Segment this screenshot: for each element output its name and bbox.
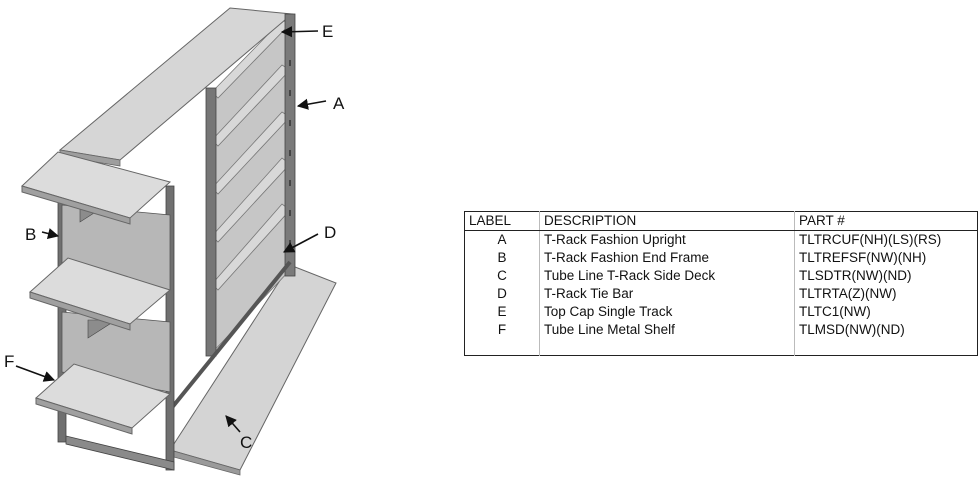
row-part: TLTC1(NW) <box>794 303 978 321</box>
callout-b: B <box>25 225 36 244</box>
upright-front <box>205 87 217 357</box>
row-label: F <box>497 322 507 337</box>
callout-e: E <box>322 22 333 41</box>
upright-back <box>284 13 296 277</box>
row-label: C <box>497 268 507 283</box>
row-description: T-Rack Fashion Upright <box>539 230 795 249</box>
callout-arrows <box>15 26 327 433</box>
row-part: TLTREFSF(NW)(NH) <box>794 249 978 267</box>
row-description: T-Rack Fashion End Frame <box>539 249 795 267</box>
arrow-e <box>280 26 319 38</box>
arrow-a <box>296 98 327 110</box>
row-part: TLMSD(NW)(ND) <box>794 321 978 356</box>
row-description: Tube Line T-Rack Side Deck <box>539 267 795 285</box>
header-part: PART # <box>794 211 978 231</box>
row-description: T-Rack Tie Bar <box>539 285 795 303</box>
row-label: B <box>497 250 507 265</box>
callout-d: D <box>324 223 336 242</box>
base-rail <box>65 435 175 471</box>
row-description: Tube Line Metal Shelf <box>539 321 795 356</box>
arrow-c <box>225 415 241 433</box>
left-shelves <box>21 151 172 435</box>
arrow-b <box>41 228 60 239</box>
header-description: DESCRIPTION <box>539 211 795 231</box>
tie-bar <box>168 260 292 412</box>
callout-a: A <box>333 94 345 113</box>
table-row: B T-Rack Fashion End Frame TLTREFSF(NW)(… <box>465 249 978 267</box>
table-row: D T-Rack Tie Bar TLTRTA(Z)(NW) <box>465 285 978 303</box>
table-row: E Top Cap Single Track TLTC1(NW) <box>465 303 978 321</box>
callout-f: F <box>4 352 14 371</box>
row-description: Top Cap Single Track <box>539 303 795 321</box>
header-label: LABEL <box>464 211 540 231</box>
row-label: D <box>497 286 507 301</box>
row-label: A <box>497 232 507 247</box>
callout-c: C <box>240 433 252 452</box>
table-row: F Tube Line Metal Shelf TLMSD(NW)(ND) <box>465 321 978 356</box>
row-part: TLTRTA(Z)(NW) <box>794 285 978 303</box>
shelving-diagram: A B C D E F <box>4 7 345 476</box>
row-part: TLSDTR(NW)(ND) <box>794 267 978 285</box>
table-row: C Tube Line T-Rack Side Deck TLSDTR(NW)(… <box>465 267 978 285</box>
row-part: TLTRCUF(NH)(LS)(RS) <box>794 230 978 249</box>
arrow-d <box>283 233 319 253</box>
parts-table: LABEL DESCRIPTION PART # A T-Rack Fashio… <box>464 211 978 356</box>
table-header-row: LABEL DESCRIPTION PART # <box>464 211 978 231</box>
table-row: A T-Rack Fashion Upright TLTRCUF(NH)(LS)… <box>465 230 978 249</box>
row-label: E <box>497 304 507 319</box>
arrow-f <box>15 365 56 382</box>
